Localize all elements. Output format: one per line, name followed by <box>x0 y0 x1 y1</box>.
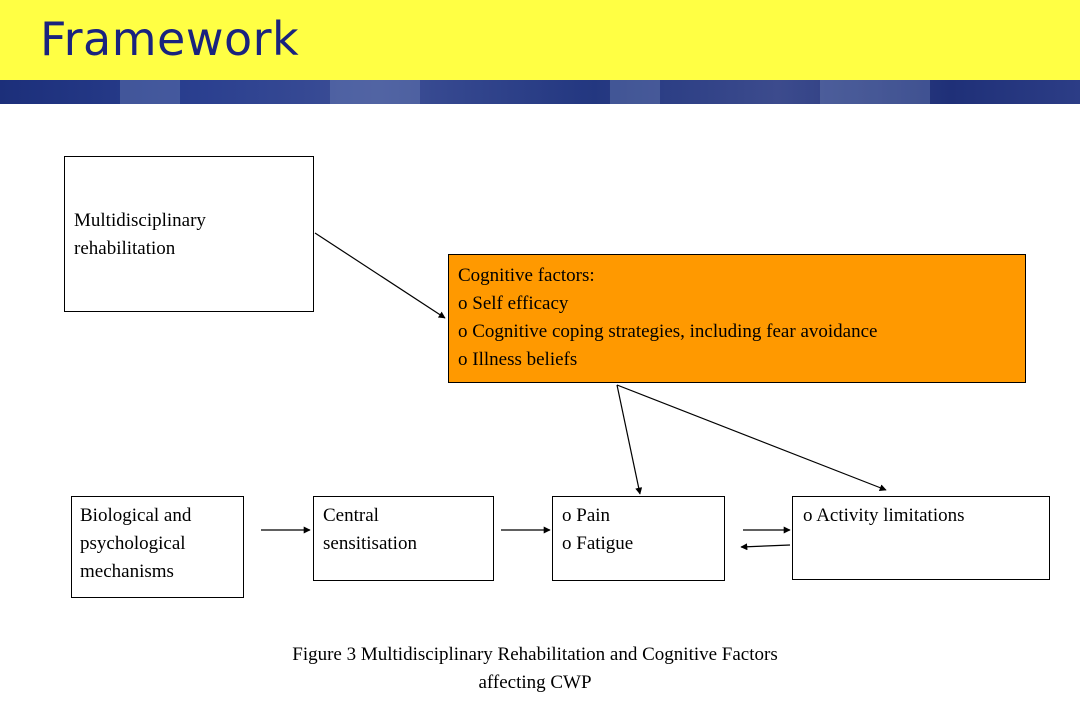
box-text-line: o Activity limitations <box>803 505 965 526</box>
cognitive-factors-box: Cognitive factors: o Self efficacy o Cog… <box>448 254 1026 383</box>
slide-title: Framework <box>40 12 300 66</box>
title-decorative-strip <box>0 80 1080 104</box>
box-text-line: o Fatigue <box>562 533 634 554</box>
activity-limitations-box: o Activity limitations <box>792 496 1050 580</box>
box-text-line: sensitisation <box>323 533 417 554</box>
central-sensitisation-box: Central sensitisation <box>313 496 494 581</box>
arrow-activity-to-pain <box>740 543 791 551</box>
pain-fatigue-box: o Pain o Fatigue <box>552 496 725 581</box>
box-text-line: o Pain <box>562 505 611 526</box>
title-bar: Framework <box>0 0 1080 80</box>
arrow-rehab-to-cognitive <box>314 232 446 319</box>
box-text-line: Cognitive factors: <box>458 265 595 286</box>
multidisciplinary-rehabilitation-box: Multidisciplinary rehabilitation <box>64 156 314 312</box>
box-text-line: o Cognitive coping strategies, including… <box>458 321 878 342</box>
box-text-line: o Illness beliefs <box>458 349 578 370</box>
box-text-line: mechanisms <box>80 561 174 582</box>
caption-line-1: Figure 3 Multidisciplinary Rehabilitatio… <box>292 644 778 665</box>
box-text-line: Central <box>323 505 379 526</box>
box-text-line: Multidisciplinary <box>74 210 206 231</box>
biological-psychological-mechanisms-box: Biological and psychological mechanisms <box>71 496 244 598</box>
box-text-line: psychological <box>80 533 186 554</box>
caption-line-2: affecting CWP <box>478 672 592 693</box>
box-text-line: o Self efficacy <box>458 293 569 314</box>
arrow-cognitive-to-activity <box>616 384 887 491</box>
figure-caption: Figure 3 Multidisciplinary Rehabilitatio… <box>140 641 930 697</box>
box-text-line: Biological and <box>80 505 192 526</box>
box-text-line: rehabilitation <box>74 238 176 259</box>
arrow-cognitive-to-pain <box>616 384 643 495</box>
